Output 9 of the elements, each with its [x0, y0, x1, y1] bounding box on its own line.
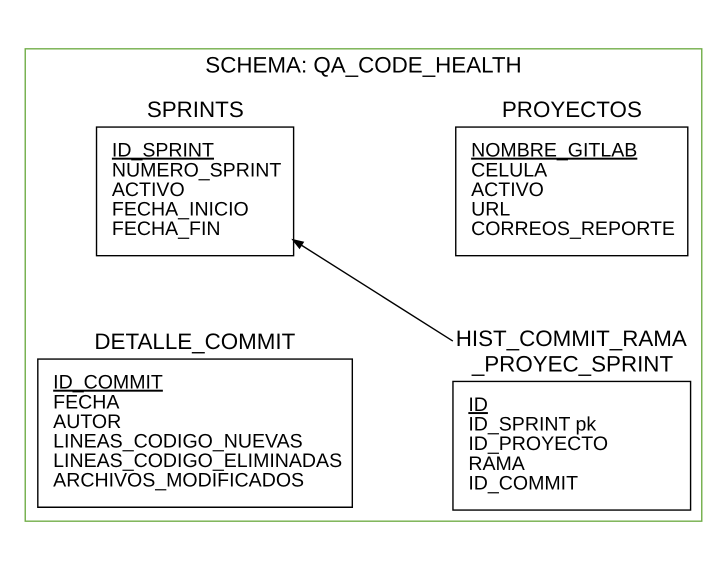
node-box: NOMBRE_GITLAB CELULA ACTIVO URL CORREOS_REPORTE — [455, 126, 688, 256]
node-label: SPRINTS — [146, 96, 244, 122]
arrow — [291, 238, 454, 342]
node-label: DETALLE_COMMIT — [94, 329, 296, 354]
node-box: ID ID_SPRINT pk ID_PROYECTO RAMA ID_COMMIT — [452, 380, 692, 511]
node-box: ID_COMMIT FECHA AUTOR LINEAS_CODIGO_NUEVAS LINEAS_CODIGO_ELIMINADAS ARCHIVOS_MODIFICADOS — [37, 358, 354, 508]
node-box: ID_SPRINT NUMERO_SPRINT ACTIVO FECHA_INICIO FECHA_FIN — [96, 126, 294, 256]
node-label: HIST_COMMIT_RAMA _PROYEC_SPRINT — [456, 326, 687, 376]
node-label: PROYECTOS — [502, 96, 642, 122]
